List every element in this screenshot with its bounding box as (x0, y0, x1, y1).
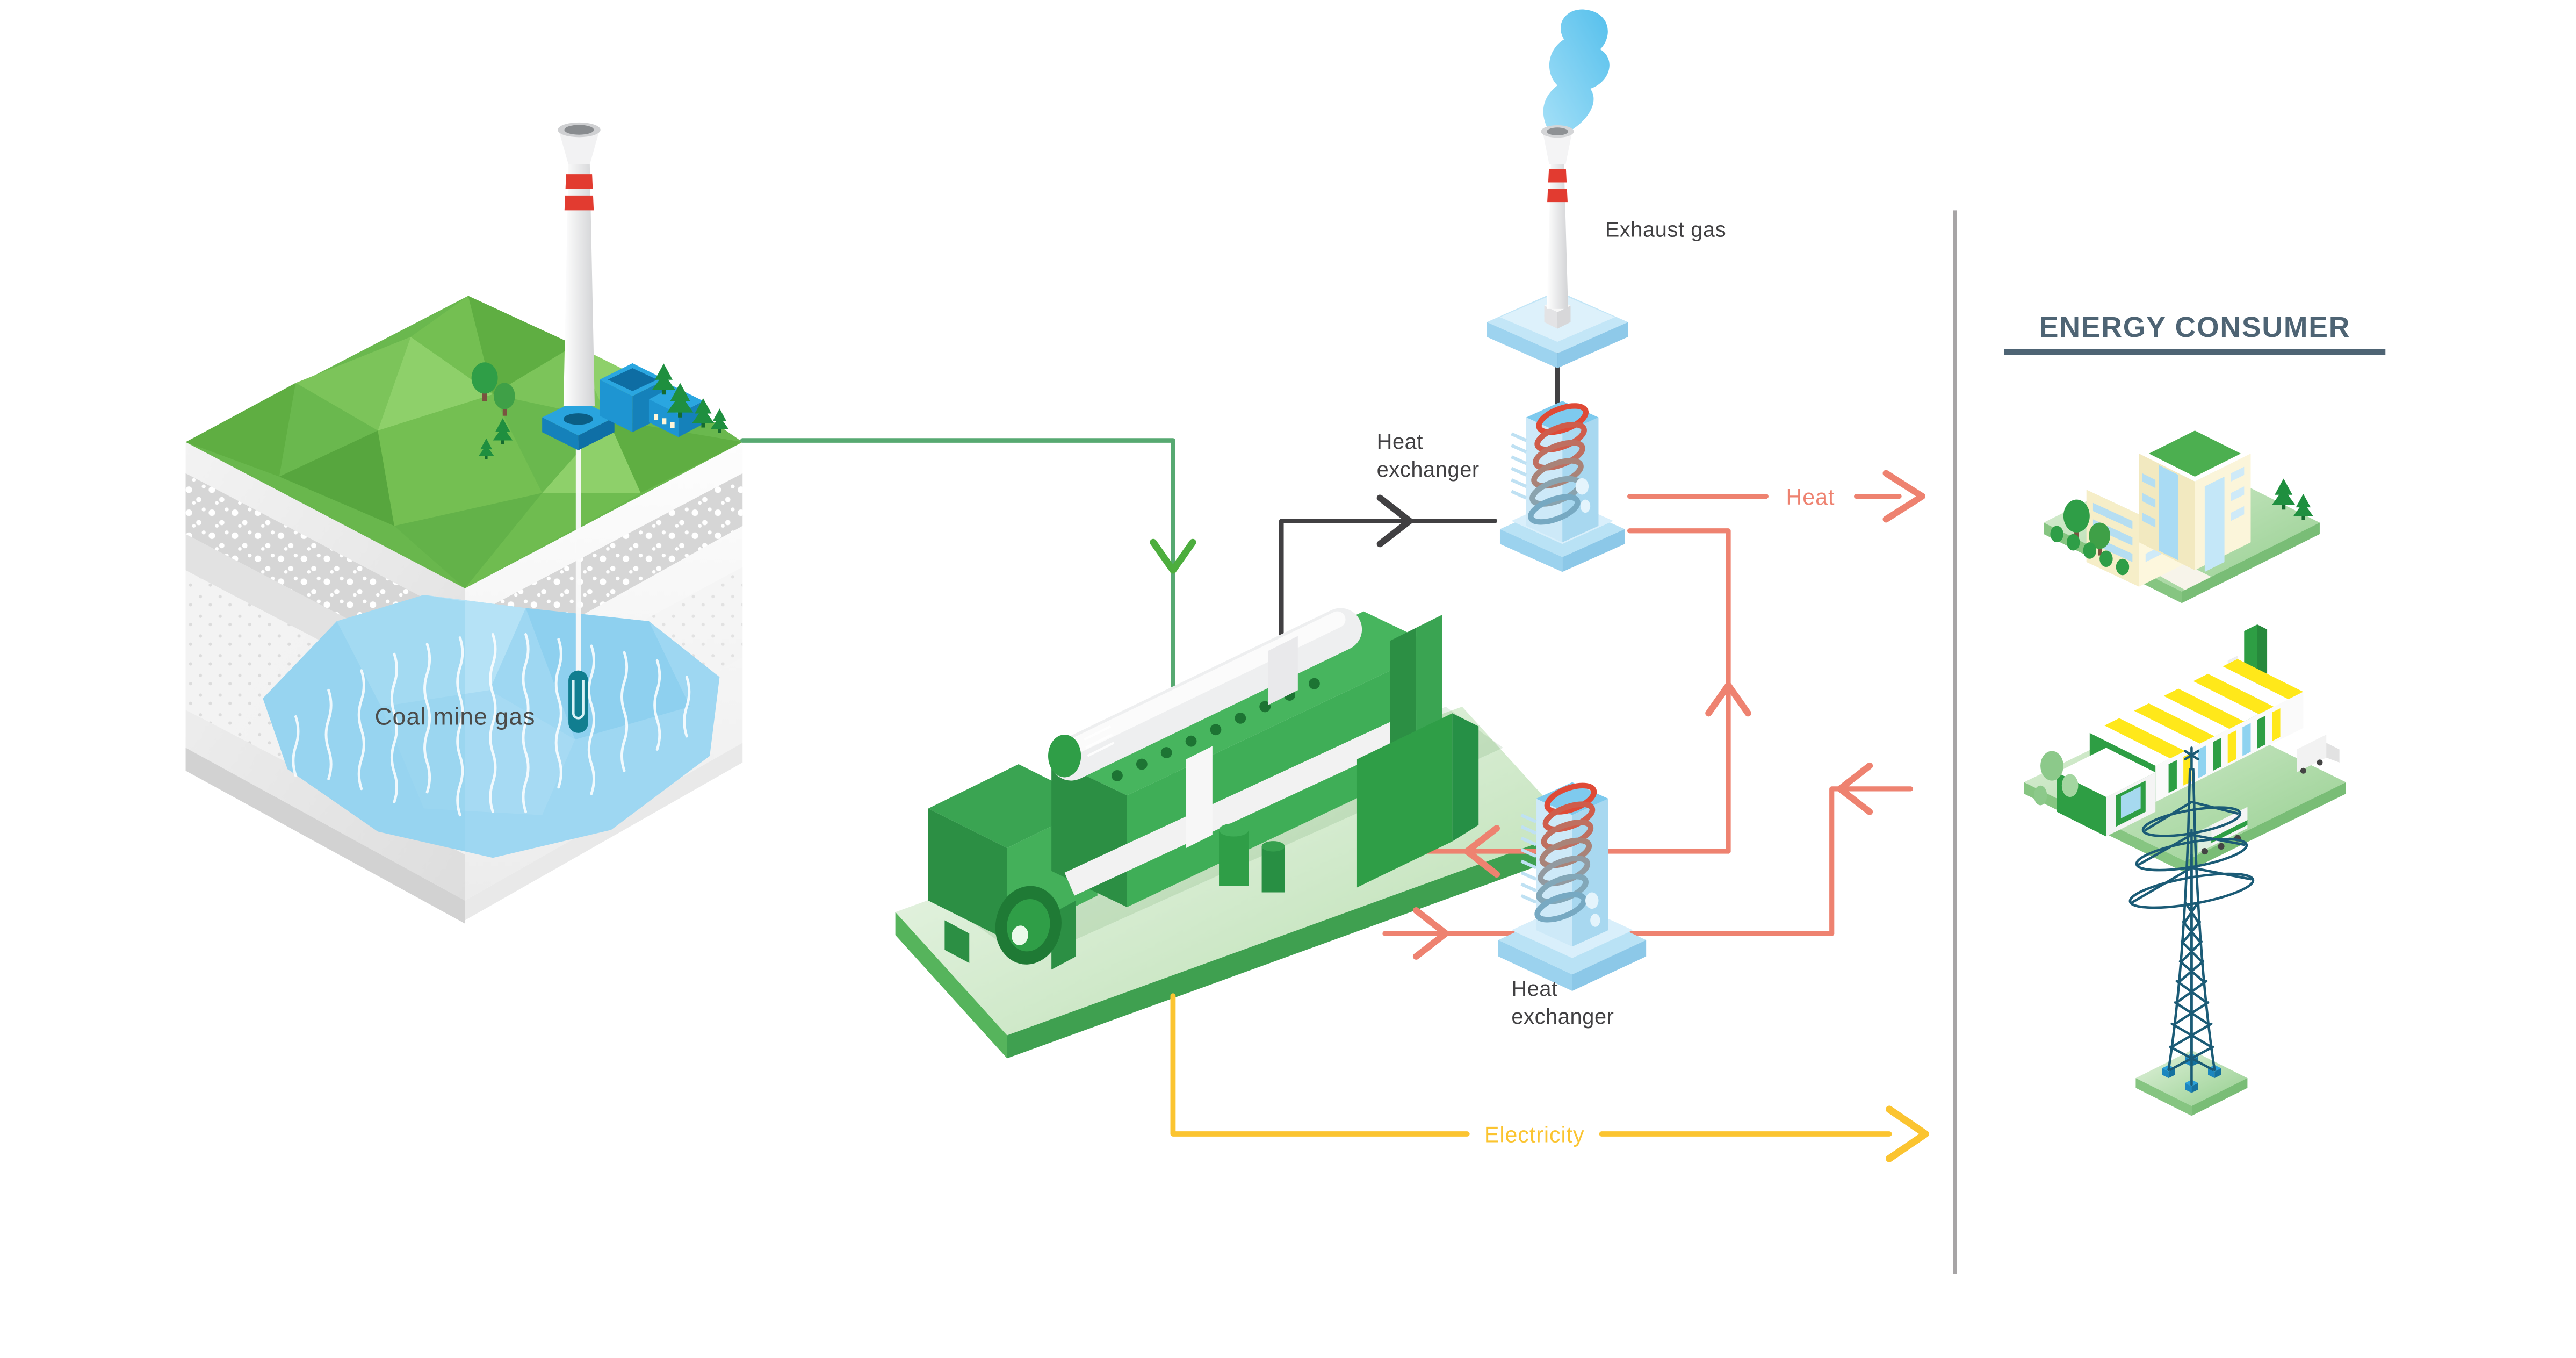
exhaust-flow-line (1279, 349, 1560, 660)
mine-surface-plant (471, 122, 729, 459)
heat-arrow-icon (1882, 470, 1926, 523)
gas-drill (568, 440, 588, 733)
exhaust-stub (1268, 636, 1298, 705)
heat-return-line (1829, 786, 1914, 936)
heat-exchanger-top: Heat exchanger (1377, 401, 1625, 572)
electricity-line (1170, 993, 1929, 1162)
gas-wavy-lines (292, 633, 691, 817)
electricity-flow-label: Electricity (1484, 1122, 1585, 1147)
mine-chimney (558, 122, 601, 406)
cylinder-heads (1112, 678, 1320, 781)
chimney-red-band (565, 174, 593, 189)
engine-out-arrow-icon (1412, 907, 1449, 960)
heat-exchanger-bottom-label-2: exchanger (1511, 1005, 1614, 1029)
gas-arrow-icon (1150, 538, 1196, 574)
heat-exchanger-top-label-1: Heat (1377, 430, 1423, 454)
heat-exchanger-bottom-label-1: Heat (1511, 977, 1557, 1001)
energy-consumer-title: ENERGY CONSUMER (2039, 312, 2350, 343)
coal-mine-block: Coal mine gas (185, 122, 743, 924)
coal-mine-gas-label: Coal mine gas (374, 704, 535, 730)
exhaust-gas-label: Exhaust gas (1605, 218, 1726, 241)
heat-exchanger-top-label-2: exchanger (1377, 458, 1480, 482)
office-building-icon (2044, 426, 2320, 603)
gas-pocket: Coal mine gas (263, 595, 720, 858)
chimney-red-band (1548, 169, 1567, 183)
engine-skirt (1064, 710, 1426, 896)
exhaust-arrow-icon (1376, 494, 1413, 548)
chimney-red-band (564, 195, 594, 211)
truck (2297, 734, 2340, 774)
engine-fan (1048, 734, 1081, 778)
flywheel (995, 886, 1062, 965)
heat-exchanger-bottom: Heat exchanger (1498, 782, 1647, 1029)
hx-fins (1511, 432, 1527, 500)
exhaust-chimney: Exhaust gas (1487, 9, 1726, 368)
electricity-arrow-icon (1886, 1105, 1929, 1162)
trees (471, 362, 729, 459)
return-arrow-icon (1836, 762, 1873, 815)
riser-arrow-icon (1705, 682, 1751, 717)
chimney-red-band (1547, 189, 1568, 203)
power-pylon-icon (2128, 746, 2255, 1116)
hx-coil (1534, 782, 1597, 923)
gas-engine (928, 608, 1504, 970)
hx-fins (1520, 813, 1537, 904)
mine-bottom-edge (185, 748, 465, 924)
heat-riser-line (1627, 528, 1731, 854)
heat-flow-label: Heat (1786, 485, 1835, 509)
pylon-lattice (2128, 746, 2255, 1086)
smoke-icon (1543, 9, 1610, 132)
engine-return-arrow-icon (1463, 825, 1500, 878)
title-underline (2004, 349, 2386, 355)
